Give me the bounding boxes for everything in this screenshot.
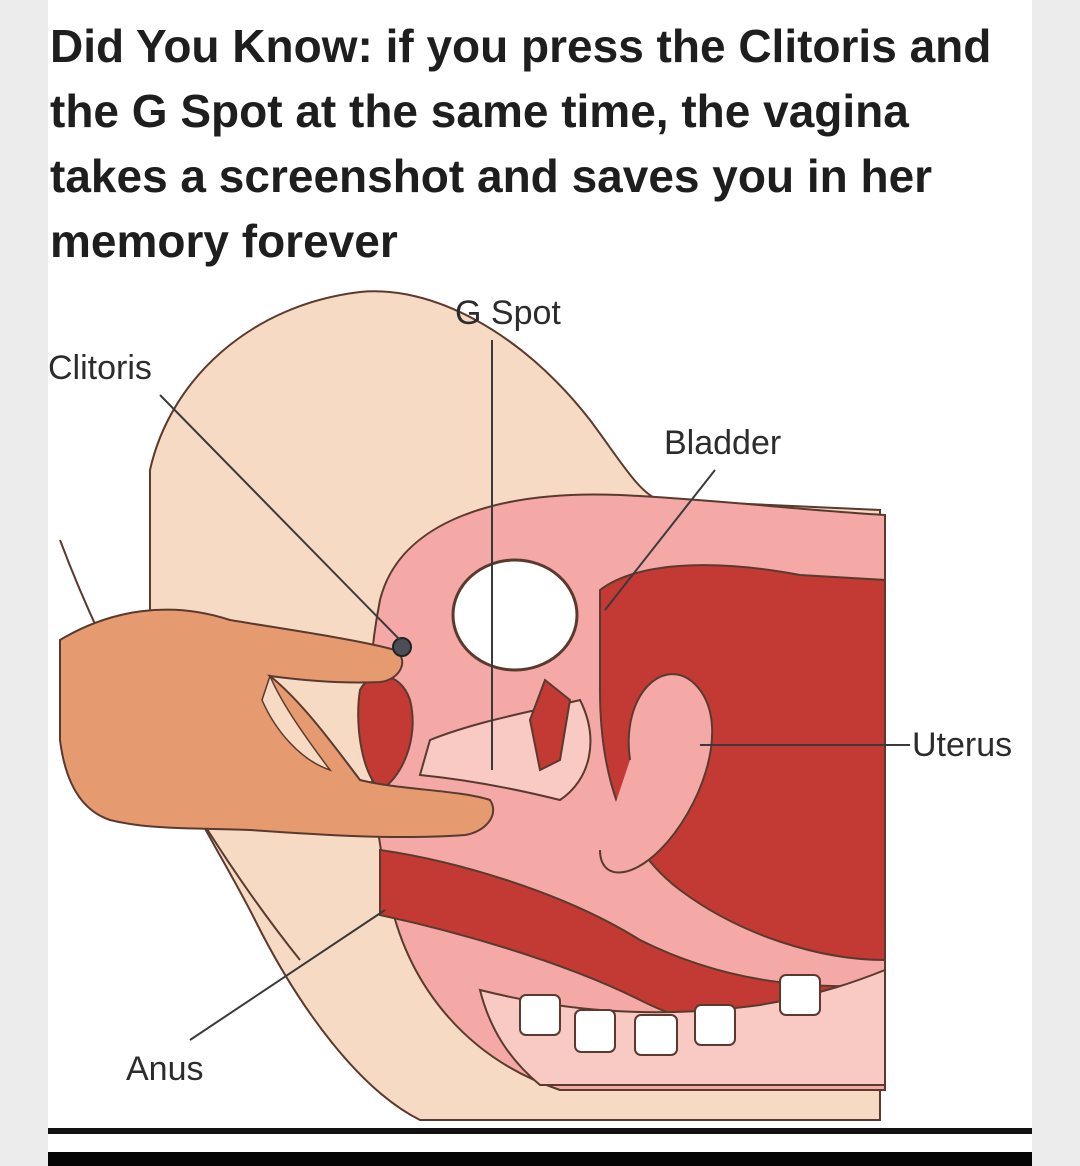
vertebrae	[519, 974, 821, 1056]
hand-gap	[261, 673, 333, 772]
meme-caption: Did You Know: if you press the Clitoris …	[50, 20, 992, 267]
leader-lines	[159, 340, 910, 1041]
label-g-spot: G Spot	[455, 294, 561, 332]
label-anus: Anus	[126, 1050, 204, 1088]
label-clitoris: Clitoris	[48, 349, 152, 387]
bladder-organ	[451, 558, 579, 672]
label-uterus: Uterus	[912, 726, 1013, 764]
label-bladder: Bladder	[664, 424, 782, 462]
uterus-fold	[599, 673, 714, 874]
divider-thick	[48, 1152, 1032, 1166]
divider-thin	[48, 1128, 1032, 1134]
uterus-organ	[599, 564, 886, 962]
clitoris-point	[392, 637, 412, 657]
cervix	[528, 678, 572, 772]
